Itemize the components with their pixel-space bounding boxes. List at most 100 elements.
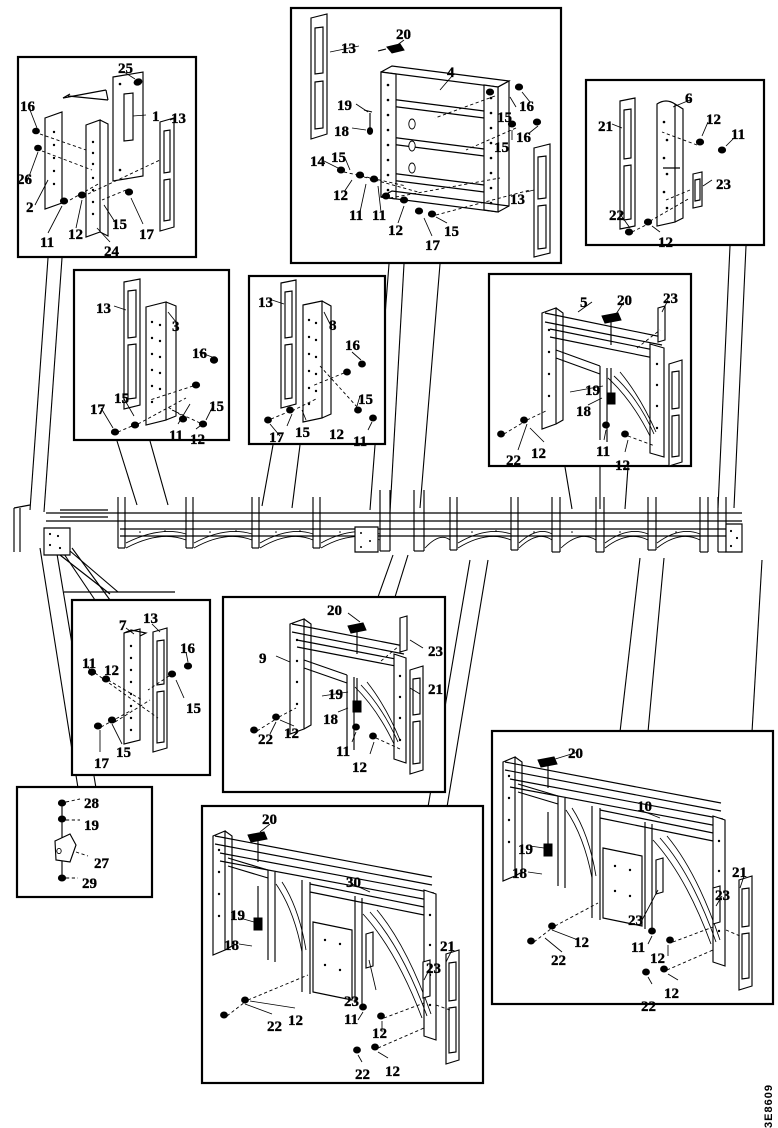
panel-10-parts	[502, 751, 753, 991]
callout-8-15-5: 15	[295, 425, 310, 441]
callout-4-14-9: 14	[310, 154, 325, 170]
callout-27-29-3: 29	[82, 876, 97, 892]
callout-4-15-10: 15	[331, 150, 346, 166]
callout-7-15-6: 15	[116, 745, 131, 761]
panel-3-group[interactable]	[0, 0, 778, 1100]
callout-10-23-6: 23	[628, 913, 643, 929]
callout-27-19-1: 19	[84, 818, 99, 834]
panel-8-parts	[264, 279, 377, 437]
callout-9-12-9: 12	[352, 760, 367, 776]
panel-4-group[interactable]	[0, 0, 778, 1100]
callout-5-5-0: 5	[580, 295, 588, 311]
panel-5-group[interactable]	[0, 0, 778, 1100]
callout-4-16-8: 16	[516, 130, 531, 146]
callout-9-11-8: 11	[336, 744, 351, 760]
callout-9-22-6: 22	[258, 732, 273, 748]
panel-7-group[interactable]	[0, 0, 778, 1100]
callout-1-15-8: 15	[112, 217, 127, 233]
callout-1-11-6: 11	[40, 235, 55, 251]
callout-30-20-0: 20	[262, 812, 277, 828]
panel-30-parts	[212, 823, 460, 1065]
callout-1-24-10: 24	[104, 244, 119, 260]
callout-3-12-7: 12	[190, 432, 205, 448]
callout-10-10-1: 10	[637, 799, 652, 815]
panel-8-group[interactable]	[0, 0, 778, 1100]
panel-6-parts	[611, 97, 735, 236]
assembly-main-beam	[13, 490, 743, 595]
callout-4-18-6: 18	[334, 124, 349, 140]
callout-30-11-9: 11	[344, 1012, 359, 1028]
callout-6-21-1: 21	[598, 119, 613, 135]
callout-10-22-12: 22	[641, 999, 656, 1015]
callout-30-23-5: 23	[426, 961, 441, 977]
callout-5-11-7: 11	[596, 444, 611, 460]
callout-1-26-4: 26	[17, 172, 32, 188]
callout-30-21-4: 21	[440, 939, 455, 955]
panel-10-group[interactable]	[0, 0, 778, 1100]
panel-4-parts	[310, 13, 551, 258]
callout-8-16-2: 16	[345, 338, 360, 354]
callout-27-28-0: 28	[84, 796, 99, 812]
callout-30-12-12: 12	[385, 1064, 400, 1080]
callout-30-30-1: 30	[346, 875, 361, 891]
callout-4-11-13: 11	[349, 208, 364, 224]
panel-27-parts	[54, 798, 89, 882]
callout-7-7-0: 7	[119, 618, 127, 634]
callout-3-13-0: 13	[96, 301, 111, 317]
callout-8-17-4: 17	[269, 430, 284, 446]
callout-4-16-5: 16	[519, 99, 534, 115]
callout-30-19-2: 19	[230, 908, 245, 924]
callout-6-12-6: 12	[658, 235, 673, 251]
callout-8-8-1: 8	[329, 318, 337, 334]
callout-6-12-2: 12	[706, 112, 721, 128]
callout-4-11-14: 11	[372, 208, 387, 224]
callout-3-3-1: 3	[172, 319, 180, 335]
panel-7-border	[70, 598, 212, 777]
callout-3-11-6: 11	[169, 428, 184, 444]
callout-10-20-0: 20	[568, 746, 583, 762]
panel-3-parts	[100, 278, 219, 436]
panel-1-group[interactable]	[0, 0, 778, 1100]
callout-8-12-6: 12	[329, 427, 344, 443]
panel-27-border	[15, 785, 154, 899]
callout-10-18-3: 18	[512, 866, 527, 882]
panel-7-parts	[87, 623, 193, 753]
callout-5-23-2: 23	[663, 291, 678, 307]
panel-27-group[interactable]	[0, 0, 778, 1100]
panel-30-group[interactable]	[0, 0, 778, 1100]
callout-8-15-3: 15	[358, 392, 373, 408]
callout-30-12-10: 12	[372, 1026, 387, 1042]
callout-5-19-3: 19	[585, 383, 600, 399]
callout-10-22-8: 22	[551, 953, 566, 969]
panel-6-group[interactable]	[0, 0, 778, 1100]
panel-5-parts	[497, 299, 683, 467]
callout-3-17-4: 17	[90, 402, 105, 418]
callout-1-1-2: 1	[152, 109, 160, 125]
callout-27-27-2: 27	[94, 856, 109, 872]
callout-9-20-0: 20	[327, 603, 342, 619]
callout-1-17-9: 17	[139, 227, 154, 243]
callout-1-25-0: 25	[118, 61, 133, 77]
callout-5-22-5: 22	[506, 453, 521, 469]
callout-10-12-7: 12	[574, 935, 589, 951]
callout-7-11-3: 11	[82, 656, 97, 672]
callout-6-11-3: 11	[731, 127, 746, 143]
callout-7-12-4: 12	[104, 663, 119, 679]
callout-4-17-17: 17	[425, 238, 440, 254]
callout-9-21-4: 21	[428, 682, 443, 698]
callout-6-22-5: 22	[609, 208, 624, 224]
callout-4-13-11: 13	[510, 192, 525, 208]
callout-4-13-1: 13	[341, 41, 356, 57]
callout-10-21-4: 21	[732, 865, 747, 881]
panel-9-group[interactable]	[0, 0, 778, 1100]
callout-30-12-7: 12	[288, 1013, 303, 1029]
panel-9-parts	[250, 612, 424, 775]
callout-10-23-5: 23	[715, 888, 730, 904]
callout-3-16-2: 16	[192, 346, 207, 362]
callout-4-20-0: 20	[396, 27, 411, 43]
callout-9-9-2: 9	[259, 651, 267, 667]
callout-5-12-6: 12	[531, 446, 546, 462]
callout-4-12-15: 12	[388, 223, 403, 239]
callout-10-19-2: 19	[518, 842, 533, 858]
callout-5-20-1: 20	[617, 293, 632, 309]
